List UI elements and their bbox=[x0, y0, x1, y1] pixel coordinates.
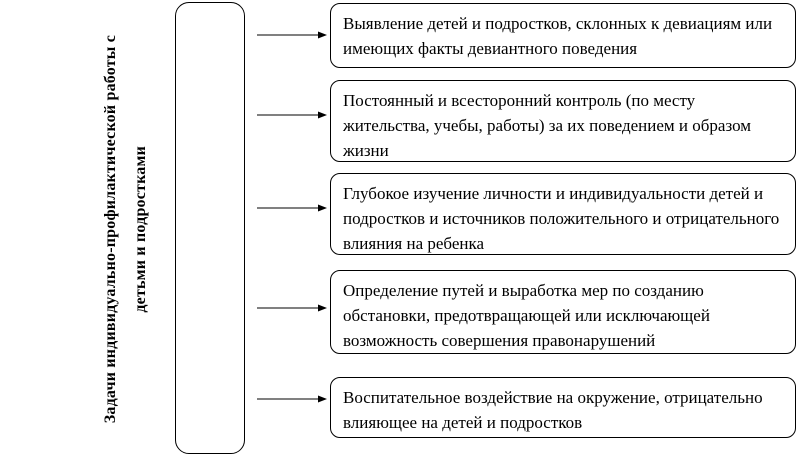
arrow-5 bbox=[257, 395, 327, 403]
title-text-main: Задачи индивидуально-профилактической ра… bbox=[102, 34, 119, 424]
task-box-5: Воспитательное воздействие на окружение,… bbox=[330, 377, 796, 438]
arrow-2 bbox=[257, 111, 327, 119]
task-box-2: Постоянный и всесторонний контроль (по м… bbox=[330, 80, 796, 162]
task-box-4: Определение путей и выработка мер по соз… bbox=[330, 270, 796, 354]
central-spine-box bbox=[175, 2, 245, 454]
task-box-1: Выявление детей и подростков, склонных к… bbox=[330, 3, 796, 68]
arrow-3 bbox=[257, 204, 327, 212]
arrow-1 bbox=[257, 31, 327, 39]
title-text-continuation: детьми и подростками bbox=[132, 145, 149, 313]
title-column-1: Задачи индивидуально-профилактической ра… bbox=[100, 0, 122, 458]
arrow-4 bbox=[257, 304, 327, 312]
title-column-2: детьми и подростками bbox=[130, 0, 152, 458]
task-box-3: Глубокое изучение личности и индивидуаль… bbox=[330, 173, 796, 255]
